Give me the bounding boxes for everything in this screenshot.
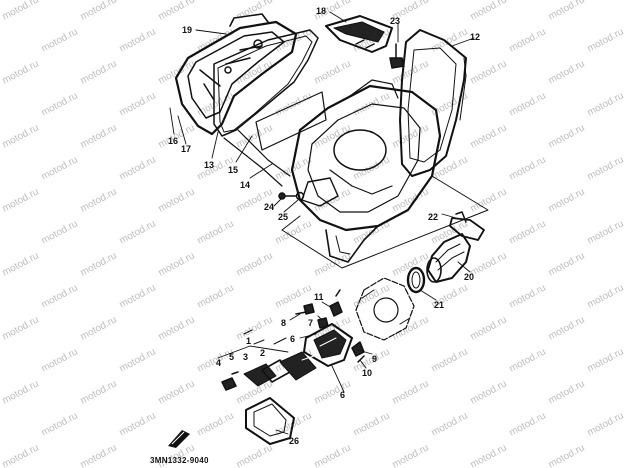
callout-13: 12 [470,32,481,42]
side-cover-part [399,29,467,177]
callout-21: 20 [464,272,475,282]
callout-8: 7 [308,318,314,328]
callout-19: 18 [316,6,327,16]
callout-25: 24 [264,202,275,212]
seal-strip-part [325,15,393,53]
callout-20: 19 [182,25,193,35]
callout-7: 6 [290,334,296,344]
callout-6-lower: 26 [289,436,300,446]
reed-seat-part [355,277,415,341]
callout-17: 16 [168,136,179,146]
stamp-mark [168,430,190,448]
leader-lines [169,11,475,435]
gasket-plate-part [245,397,295,445]
reed-block-part [221,329,317,391]
callout-18: 17 [181,144,192,154]
callout-9: 8 [281,318,287,328]
callout-26: 25 [278,212,289,222]
element-plate-part [255,91,327,151]
callout-16: 15 [228,165,239,175]
bolt-part [389,43,405,69]
callout-23: 22 [428,212,439,222]
callout-6-upper: 6 [340,390,346,400]
callout-22: 21 [434,300,445,310]
callout-5: 5 [229,352,235,362]
callout-24: 23 [390,16,401,26]
intake-joint-part [426,233,471,283]
small-hardware-part [295,289,365,363]
screw-part [278,191,305,201]
air-cleaner-cover-part [174,13,298,136]
band-clamp-part [449,211,485,241]
callout-14: 13 [204,160,215,170]
callout-10: 9 [372,354,378,364]
callout-12: 11 [314,292,324,302]
reed-valve-part [303,323,353,367]
gasket-part [213,29,319,187]
assembly-outline [281,175,489,269]
callout-2: 2 [260,348,266,358]
air-cleaner-case-part [290,79,442,263]
callout-11: 10 [362,368,373,378]
callout-1: 1 [246,336,252,346]
callout-3: 3 [243,352,249,362]
callout-4: 4 [216,358,222,368]
hose-clamp-part [406,266,426,294]
drawing-code: 3MN1332-9040 [150,456,209,465]
callout-15: 14 [240,180,251,190]
